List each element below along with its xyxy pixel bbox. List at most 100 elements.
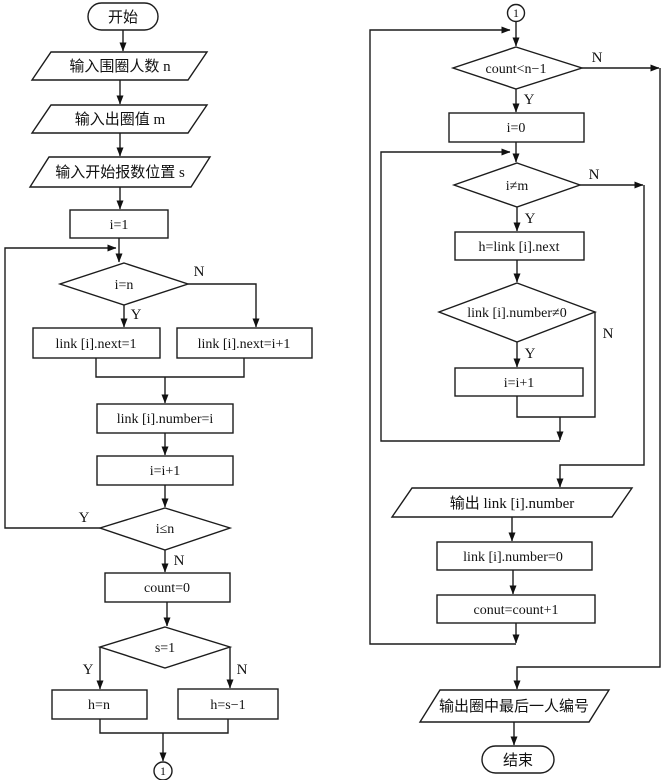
node-h-s-minus-1: h=s−1: [177, 688, 279, 720]
branch-label-yes: Y: [83, 662, 94, 678]
connector-1-top: 1: [506, 3, 526, 23]
branch-label-yes: Y: [79, 510, 90, 526]
io-shape: [30, 51, 209, 81]
node-inc-i-left: i=i+1: [96, 455, 234, 486]
node-cond-i-eq-n: i=n: [57, 262, 191, 306]
cond-i-eq-n-label: i=n: [115, 278, 134, 293]
connector-1-top-label: 1: [513, 6, 519, 20]
node-i-zero: i=0: [448, 112, 585, 143]
node-inc-i-right: i=i+1: [454, 367, 584, 397]
node-i1-label: i=1: [110, 218, 129, 233]
cond-count-label: count<n−1: [486, 62, 547, 77]
node-h-n: h=n: [51, 689, 148, 720]
connector-shape: [506, 3, 526, 23]
node-cond-number: link [i].number≠0: [437, 282, 597, 343]
edge-merge-h: [99, 719, 229, 734]
node-start-label: 开始: [108, 9, 138, 26]
branch-label-yes: Y: [525, 211, 536, 227]
node-h-s-minus-1-label: h=s−1: [210, 698, 245, 713]
node-out-last-label: 输出圈中最后一人编号: [439, 698, 589, 715]
node-i1: i=1: [69, 209, 169, 239]
branch-label-no: N: [194, 264, 205, 280]
process-shape: [69, 209, 169, 239]
terminator-shape: [481, 745, 555, 774]
process-shape: [448, 112, 585, 143]
cond-number-label: link [i].number≠0: [467, 306, 566, 321]
node-inc-i-left-label: i=i+1: [150, 464, 181, 479]
branch-label-yes: Y: [524, 92, 535, 108]
node-next-inc-label: link [i].next=i+1: [198, 337, 291, 352]
io-shape: [418, 689, 611, 723]
process-shape: [96, 455, 234, 486]
node-i-zero-label: i=0: [507, 121, 526, 136]
node-number-zero-label: link [i].number=0: [463, 550, 563, 565]
connector-1-bottom-label: 1: [160, 764, 166, 778]
cond-i-le-n-label: i≤n: [156, 522, 175, 537]
process-shape: [51, 689, 148, 720]
node-input-s-label: 输入开始报数位置 s: [55, 164, 185, 181]
decision-shape: [437, 282, 597, 343]
node-count-inc: conut=count+1: [436, 594, 596, 624]
process-shape: [177, 688, 279, 720]
node-count-inc-label: conut=count+1: [474, 603, 559, 618]
node-out-number-label: 输出 link [i].number: [450, 495, 575, 512]
cond-i-ne-m-label: i≠m: [506, 179, 529, 194]
node-number-zero: link [i].number=0: [436, 541, 593, 571]
io-shape: [28, 156, 212, 188]
terminator-shape: [87, 2, 159, 31]
node-input-n-label: 输入围圈人数 n: [69, 58, 171, 75]
edge-inner-loop-corridor: [380, 148, 560, 442]
process-shape: [32, 327, 161, 359]
node-cond-i-ne-m: i≠m: [451, 162, 583, 208]
edge-count-no-corridor: [513, 68, 661, 690]
node-input-m: 输入出圈值 m: [30, 104, 209, 134]
decision-shape: [97, 507, 233, 551]
node-cond-i-le-n: i≤n: [97, 507, 233, 551]
process-shape: [454, 231, 585, 261]
process-shape: [104, 572, 231, 603]
process-shape: [454, 367, 584, 397]
node-number-i-label: link [i].number=i: [117, 412, 214, 427]
decision-shape: [57, 262, 191, 306]
edge-inem-no-corridor: [556, 185, 645, 488]
process-shape: [436, 594, 596, 624]
branch-label-no: N: [174, 553, 185, 569]
branch-label-no: N: [603, 326, 614, 342]
cond-s-eq-1-label: s=1: [155, 641, 175, 656]
process-shape: [436, 541, 593, 571]
connector-1-bottom: 1: [153, 761, 173, 780]
edge-inner-merge: [516, 312, 596, 418]
edge-ien-no: [188, 283, 260, 328]
process-shape: [176, 327, 313, 359]
node-h-n-label: h=n: [88, 698, 110, 713]
io-shape: [390, 487, 634, 518]
node-input-s: 输入开始报数位置 s: [28, 156, 212, 188]
node-end-label: 结束: [503, 752, 533, 769]
node-input-n: 输入围圈人数 n: [30, 51, 209, 81]
node-number-i: link [i].number=i: [96, 403, 234, 434]
node-end: 结束: [481, 745, 555, 774]
node-count-zero: count=0: [104, 572, 231, 603]
node-inc-i-right-label: i=i+1: [504, 376, 535, 391]
io-shape: [30, 104, 209, 134]
node-next-one: link [i].next=1: [32, 327, 161, 359]
node-cond-s-eq-1: s=1: [97, 626, 233, 669]
decision-shape: [450, 46, 585, 90]
process-shape: [96, 403, 234, 434]
node-count-zero-label: count=0: [144, 581, 190, 596]
branch-label-yes: Y: [525, 346, 536, 362]
node-start: 开始: [87, 2, 159, 31]
node-next-inc: link [i].next=i+1: [176, 327, 313, 359]
node-out-last: 输出圈中最后一人编号: [418, 689, 611, 723]
branch-label-no: N: [237, 662, 248, 678]
edge-merge-next: [95, 358, 245, 378]
branch-label-no: N: [589, 167, 600, 183]
node-h-link-next: h=link [i].next: [454, 231, 585, 261]
decision-shape: [97, 626, 233, 669]
node-cond-count: count<n−1: [450, 46, 585, 90]
node-out-number: 输出 link [i].number: [390, 487, 634, 518]
node-h-link-next-label: h=link [i].next: [479, 240, 560, 255]
branch-label-no: N: [592, 50, 603, 66]
